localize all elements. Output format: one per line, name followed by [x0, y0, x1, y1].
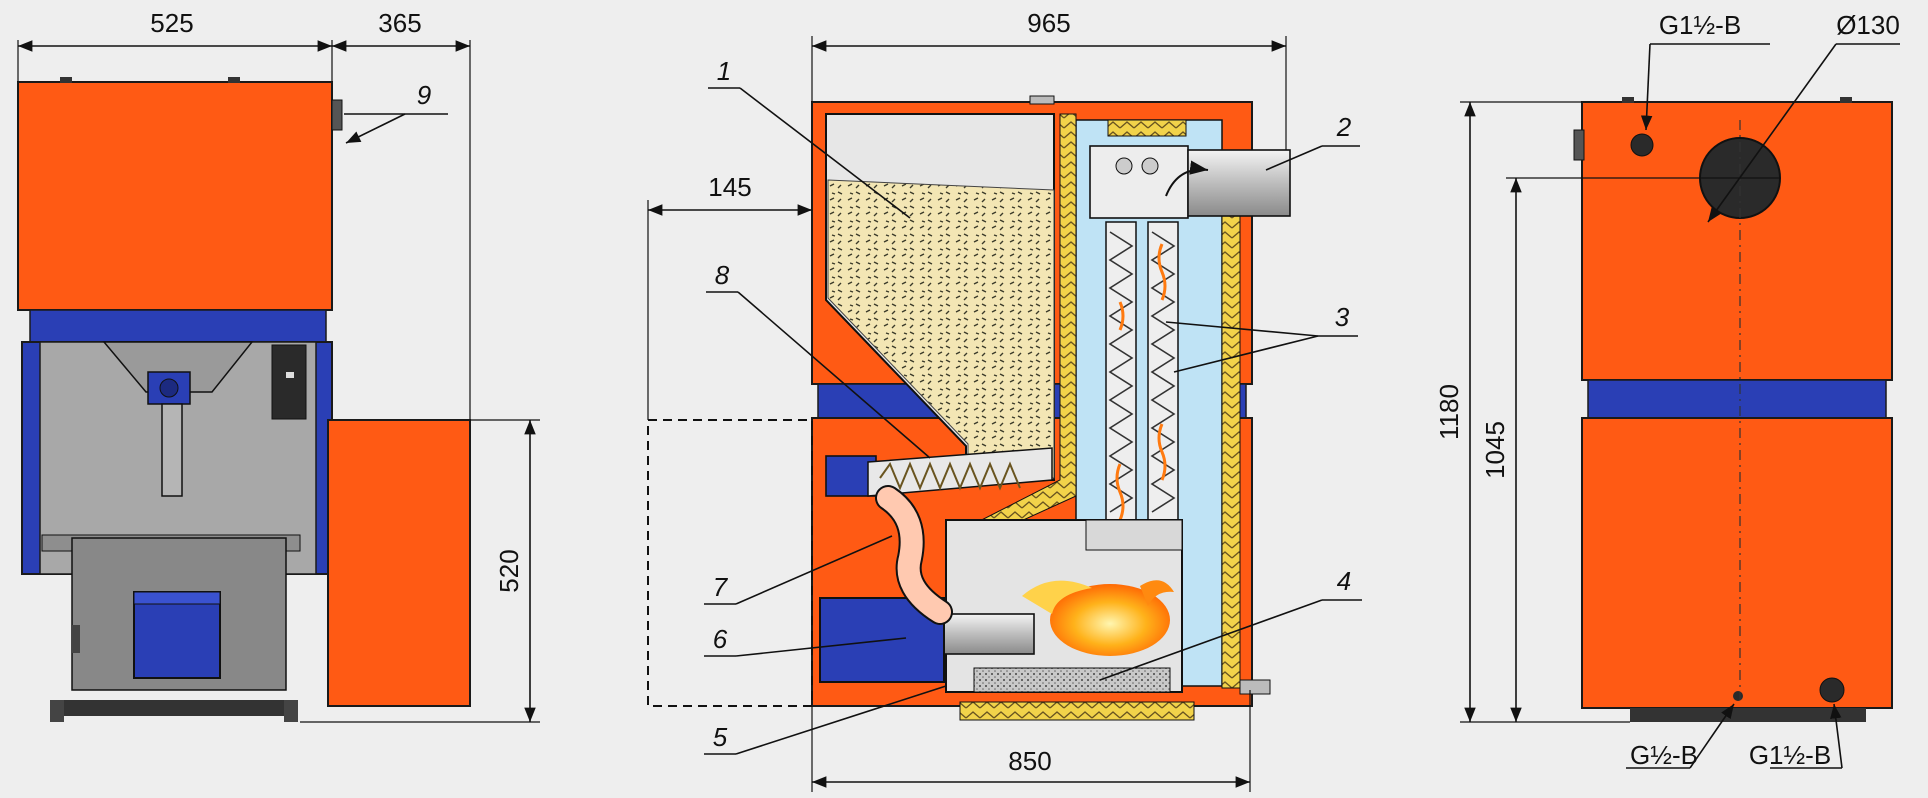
dim-hopper-offset: 145 — [708, 172, 751, 202]
motor-shaft — [159, 378, 179, 398]
fan — [1141, 157, 1159, 175]
flue-flame — [1115, 463, 1125, 521]
hinge — [1840, 97, 1852, 103]
front-dimensions: 525 365 520 9 — [17, 8, 540, 723]
callout-9: 9 — [417, 80, 431, 110]
rear-band — [1587, 379, 1887, 419]
feed-auger — [867, 447, 1053, 497]
connection-bottom-right — [1819, 677, 1845, 703]
drain-pipe — [1239, 679, 1271, 695]
hopper-extension-outline — [647, 419, 813, 707]
burner-unit — [133, 591, 221, 679]
rear-base — [1630, 708, 1866, 722]
callout-3: 3 — [1335, 302, 1350, 332]
dim-total-height: 1180 — [1434, 384, 1464, 440]
dim-outlet-height: 1045 — [1480, 421, 1510, 479]
flue-flame — [1118, 301, 1125, 331]
rear-flange — [1573, 129, 1585, 161]
bottom-insulation — [959, 701, 1195, 721]
turbulator-right — [1150, 231, 1176, 513]
hinge — [60, 77, 72, 83]
band — [29, 309, 327, 343]
insulation-top — [1107, 119, 1187, 137]
dim-front-width: 525 — [150, 8, 193, 38]
door-handle — [72, 625, 80, 653]
foot — [50, 700, 64, 722]
front-view — [17, 77, 471, 722]
connection-bottom-left — [1733, 691, 1743, 701]
flame-tongue — [1022, 580, 1092, 614]
rear-view — [1573, 97, 1893, 722]
dim-boiler-width: 850 — [1008, 746, 1051, 776]
control-panel — [271, 344, 307, 420]
burner-top — [133, 591, 221, 605]
rear-dimensions: 1180 1045 G1½-B Ø130 G½-B G1½-B — [1434, 10, 1900, 770]
flow-arrow — [1165, 160, 1209, 197]
flame — [1050, 584, 1170, 656]
hinge — [1622, 97, 1634, 103]
ash-tray — [973, 667, 1171, 693]
exchanger-tube-left — [1105, 221, 1137, 535]
section-view — [811, 95, 1291, 721]
flue-flame — [1157, 423, 1167, 481]
callout-2: 2 — [1336, 112, 1352, 142]
burner-tube — [939, 613, 1035, 655]
insulation-right — [1221, 209, 1241, 689]
upper-hopper-body — [17, 81, 333, 311]
indicator — [286, 372, 294, 378]
connection-flange — [331, 99, 343, 131]
exchanger-tube-right — [1147, 221, 1179, 535]
chamber-neck — [1085, 519, 1183, 551]
label-bottom-left-connection: G½-B — [1630, 740, 1698, 770]
top-cap — [1029, 95, 1055, 105]
flame-tongue — [1140, 580, 1174, 606]
flue-collector — [1089, 145, 1189, 219]
fan — [1115, 157, 1133, 175]
feed-pipe — [161, 403, 183, 497]
callout-8: 8 — [715, 260, 730, 290]
callout-7: 7 — [713, 572, 729, 602]
flue-outlet — [1187, 149, 1291, 217]
rear-lower-body — [1581, 417, 1893, 709]
fuel-hose-inner — [877, 487, 951, 623]
label-flue: Ø130 — [1836, 10, 1900, 40]
callout-1: 1 — [717, 56, 731, 86]
section-dimensions: 965 145 850 1 8 7 6 5 2 — [647, 8, 1362, 792]
label-bottom-right-connection: G1½-B — [1749, 740, 1831, 770]
base — [60, 700, 290, 716]
hinge — [228, 77, 240, 83]
foot — [284, 700, 298, 722]
callout-5: 5 — [713, 722, 728, 752]
dim-side-depth: 365 — [378, 8, 421, 38]
callout-4: 4 — [1337, 566, 1351, 596]
dim-total-width: 965 — [1027, 8, 1070, 38]
turbulator-left — [1108, 231, 1134, 513]
hopper-outlet — [102, 341, 254, 393]
flue-flame — [1157, 243, 1167, 301]
open-door — [327, 419, 471, 707]
callout-6: 6 — [713, 624, 728, 654]
label-top-left-connection: G1½-B — [1659, 10, 1741, 40]
connection-top-left — [1630, 133, 1654, 157]
dim-burner-height: 520 — [494, 549, 524, 592]
